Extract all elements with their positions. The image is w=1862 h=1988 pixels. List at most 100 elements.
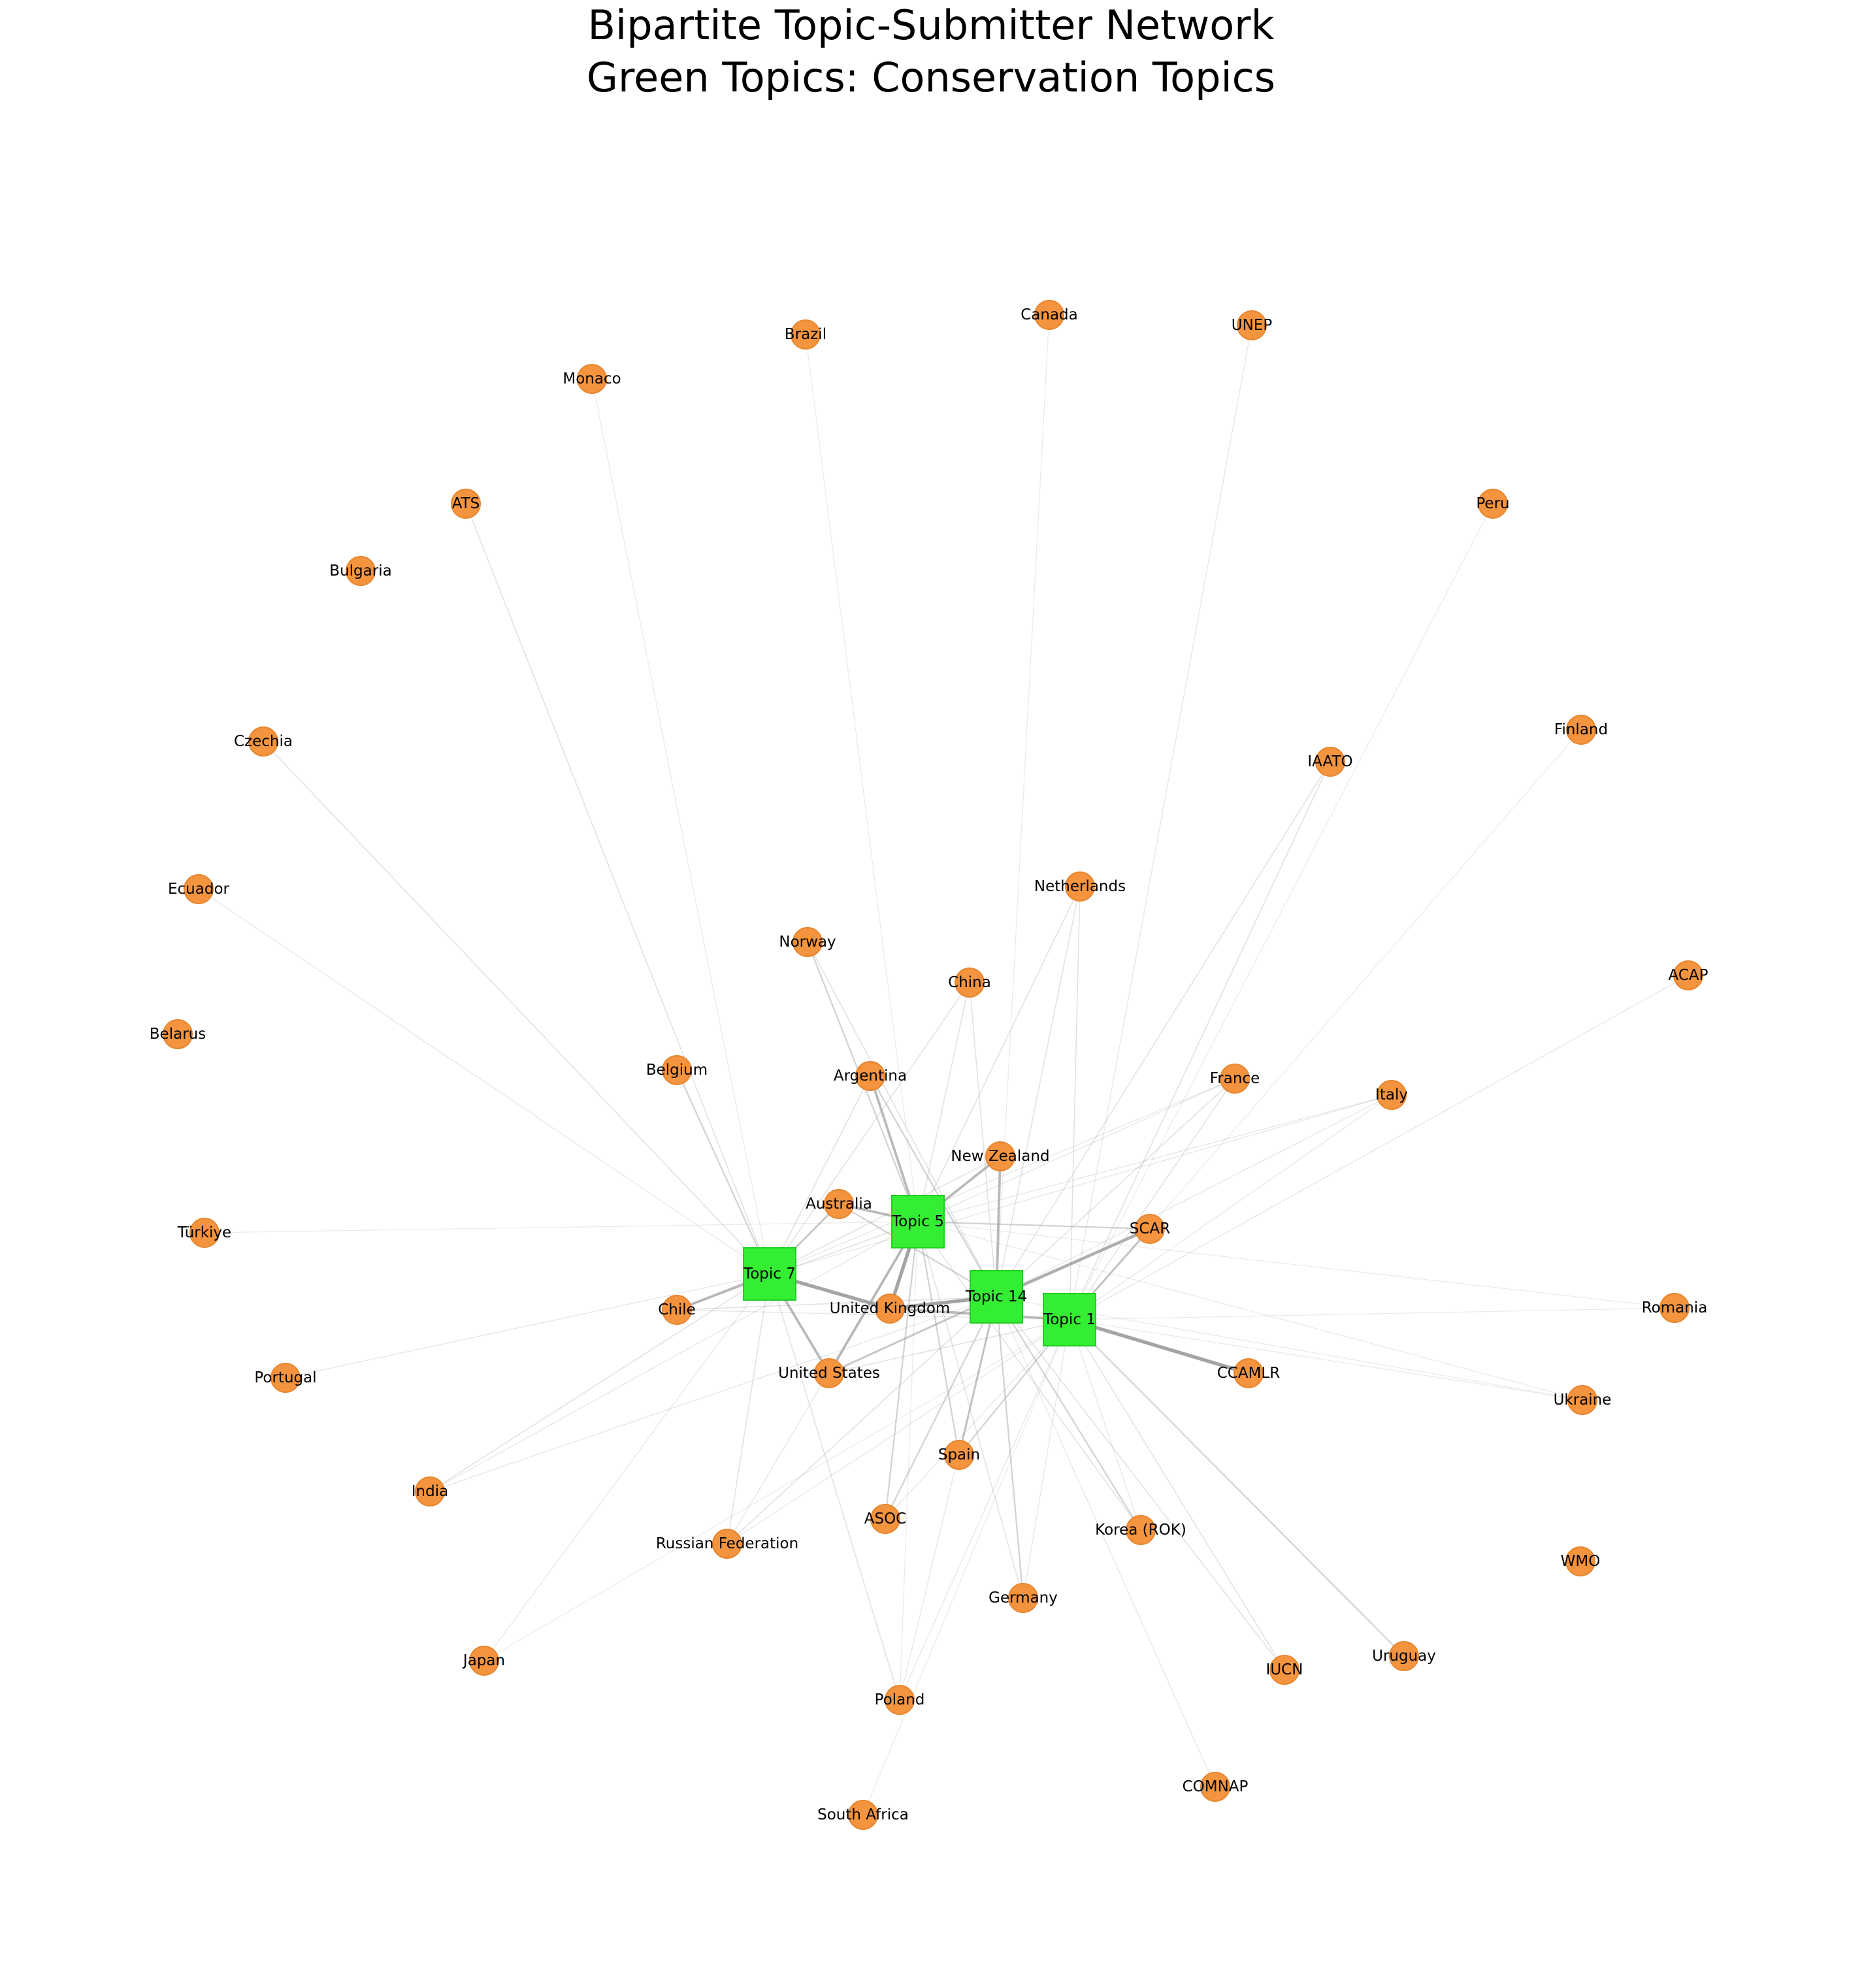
submitter-node-spain — [944, 1440, 974, 1470]
submitter-node-ccamlr — [1233, 1358, 1264, 1388]
edge-topic-1-unep — [1069, 325, 1252, 1320]
submitter-label-india: India — [412, 1483, 448, 1500]
edge-topic-5-poland — [899, 1221, 919, 1701]
submitter-label-poland: Poland — [875, 1691, 925, 1708]
edge-topic-1-ukraine — [1069, 1319, 1583, 1401]
submitter-label-korea-rok: Korea (ROK) — [1095, 1522, 1186, 1539]
submitter-label-spain: Spain — [938, 1446, 980, 1463]
submitter-label-france: France — [1210, 1070, 1260, 1087]
submitter-node-ats — [451, 489, 481, 519]
submitter-label-comnap: COMNAP — [1183, 1778, 1249, 1795]
edge-topic-1-netherlands — [1069, 886, 1081, 1320]
edge-topic-5-france — [917, 1078, 1235, 1222]
edge-topic-1-france — [1069, 1078, 1235, 1320]
submitter-node-japan — [469, 1646, 499, 1676]
submitter-node-monaco — [577, 364, 607, 394]
topic-node-topic-5 — [891, 1195, 945, 1248]
edge-topic-5-korea-rok — [917, 1221, 1141, 1531]
submitter-label-germany: Germany — [988, 1589, 1058, 1606]
edge-topic-14-korea-rok — [996, 1296, 1141, 1531]
edge-topic-7-belgium — [676, 1069, 771, 1275]
submitter-node-france — [1220, 1064, 1250, 1094]
submitter-node-united-kingdom — [875, 1294, 905, 1324]
submitter-node-layer — [163, 300, 1703, 1830]
submitter-label-iucn: IUCN — [1266, 1661, 1303, 1678]
edge-topic-1-acap — [1069, 975, 1689, 1320]
edge-topic-14-iaato — [996, 761, 1331, 1297]
submitter-label-romania: Romania — [1642, 1299, 1708, 1316]
topic-node-topic-1 — [1043, 1293, 1096, 1346]
submitter-node-argentina — [855, 1061, 885, 1091]
edge-topic-14-italy — [996, 1094, 1392, 1297]
submitter-label-australia: Australia — [806, 1196, 872, 1213]
edge-topic-5-italy — [917, 1094, 1392, 1222]
submitter-node-asoc — [870, 1504, 900, 1534]
submitter-label-bulgaria: Bulgaria — [329, 562, 391, 579]
submitter-node-romania — [1659, 1293, 1690, 1323]
edge-topic-5-asoc — [884, 1221, 919, 1520]
submitter-label-netherlands: Netherlands — [1034, 878, 1126, 895]
submitter-node-iucn — [1269, 1655, 1299, 1685]
edge-topic-1-japan — [483, 1319, 1070, 1661]
submitter-label-ats: ATS — [452, 495, 480, 512]
edge-topic-7-france — [769, 1078, 1235, 1275]
edge-topic-5-brazil — [805, 334, 919, 1222]
edge-topic-7-russian-federation — [727, 1273, 770, 1544]
edge-topic-5-romania — [917, 1221, 1675, 1309]
edge-topic-14-norway — [807, 941, 997, 1297]
edge-topic-14-germany — [995, 1296, 1024, 1599]
submitter-label-asoc: ASOC — [864, 1510, 907, 1527]
edge-topic-7-new-zealand — [769, 1156, 1001, 1275]
edge-topic-5-ukraine — [917, 1221, 1583, 1401]
submitter-label-acap: ACAP — [1669, 967, 1708, 984]
submitter-label-t-rkiye: Türkiye — [177, 1224, 231, 1241]
submitter-node-ukraine — [1567, 1385, 1597, 1415]
edge-topic-7-china — [769, 982, 970, 1275]
submitter-label-scar: SCAR — [1130, 1220, 1170, 1237]
submitter-label-belarus: Belarus — [150, 1026, 206, 1043]
submitter-node-comnap — [1200, 1772, 1230, 1802]
submitter-node-germany — [1008, 1583, 1038, 1613]
topic-node-topic-14 — [970, 1270, 1023, 1324]
submitter-label-czechia: Czechia — [234, 733, 293, 750]
edge-topic-14-china — [969, 982, 997, 1297]
submitter-label-italy: Italy — [1375, 1086, 1408, 1103]
submitter-node-korea-rok — [1126, 1515, 1156, 1545]
submitter-node-scar — [1135, 1214, 1165, 1244]
edge-topic-1-ccamlr — [1069, 1318, 1249, 1375]
edge-topic-1-united-states — [828, 1319, 1070, 1374]
submitter-label-belgium: Belgium — [646, 1062, 708, 1079]
edge-topic-1-italy — [1069, 1094, 1392, 1320]
title-line-1: Bipartite Topic-Submitter Network — [587, 1, 1274, 49]
submitter-node-finland — [1566, 715, 1596, 745]
submitter-node-iaato — [1315, 747, 1345, 777]
submitter-label-iaato: IAATO — [1307, 753, 1352, 770]
submitter-node-canada — [1034, 300, 1064, 330]
submitter-node-russian-federation — [712, 1529, 742, 1559]
edge-topic-5-india — [429, 1221, 919, 1492]
submitter-label-ecuador: Ecuador — [168, 881, 230, 898]
submitter-node-netherlands — [1065, 872, 1095, 902]
edge-topic-14-netherlands — [996, 886, 1081, 1297]
edge-topic-14-canada — [996, 314, 1050, 1297]
edge-topic-14-india — [429, 1296, 997, 1492]
submitter-node-bulgaria — [346, 556, 376, 586]
submitter-label-wmo: WMO — [1561, 1553, 1601, 1570]
edge-topic-14-iucn — [996, 1296, 1285, 1670]
topic-label-topic-1: Topic 1 — [1043, 1311, 1096, 1328]
edge-topic-1-south-africa — [862, 1319, 1070, 1816]
edge-topic-1-korea-rok — [1069, 1319, 1141, 1531]
submitter-label-japan: Japan — [462, 1652, 505, 1669]
submitter-label-monaco: Monaco — [563, 370, 621, 387]
topic-node-layer — [743, 1195, 1096, 1346]
edge-topic-1-poland — [899, 1319, 1070, 1701]
topic-label-topic-7: Topic 7 — [743, 1265, 796, 1282]
edge-topic-7-italy — [769, 1094, 1392, 1275]
submitter-label-russian-federation: Russian Federation — [656, 1535, 798, 1552]
edge-topic-5-t-rkiye — [204, 1221, 919, 1233]
submitter-label-canada: Canada — [1021, 306, 1078, 323]
submitter-node-t-rkiye — [189, 1218, 220, 1248]
submitter-label-united-kingdom: United Kingdom — [830, 1300, 951, 1317]
